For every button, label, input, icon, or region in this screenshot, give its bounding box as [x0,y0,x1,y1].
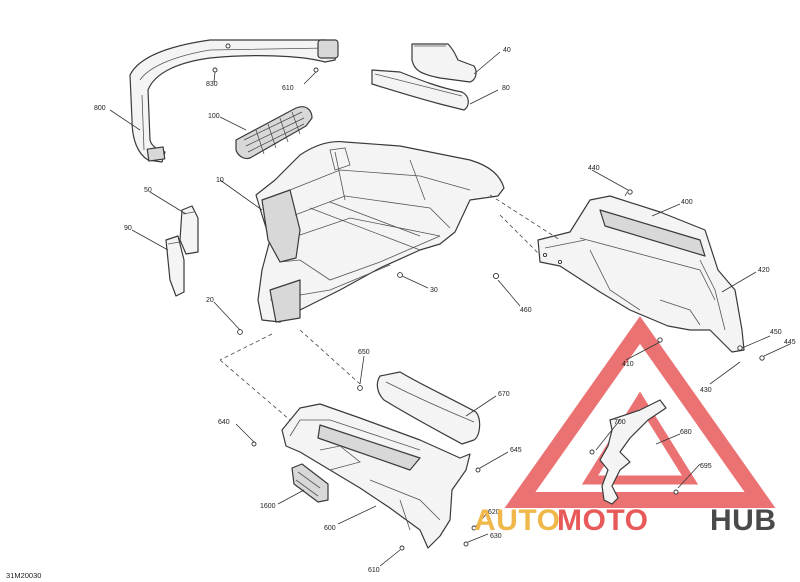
callout-430: 430 [700,387,712,394]
grab-bar-800 [129,39,339,163]
lower-panel-600 [281,403,471,549]
callout-445: 445 [784,339,796,346]
callout-400: 400 [681,199,693,206]
callout-50: 50 [144,187,152,194]
callout-labels: 800 830 610 100 40 80 10 50 90 20 30 460… [94,47,796,574]
watermark-moto: MOTO [557,504,648,537]
callout-610: 610 [368,567,380,574]
callout-650: 650 [358,349,370,356]
callout-20: 20 [206,297,214,304]
callout-700: 700 [614,419,626,426]
callout-40: 40 [503,47,511,54]
callout-90: 90 [124,225,132,232]
watermark-auto: AUTO [474,504,560,537]
callout-450: 450 [770,329,782,336]
pad-50 [179,205,199,255]
callout-600: 600 [324,525,336,532]
callout-460: 460 [520,307,532,314]
callout-420: 420 [758,267,770,274]
callout-810: 610 [282,85,294,92]
bracket-690 [599,399,667,505]
watermark-text: AUTO MOTO HUB [474,504,777,537]
callout-670: 670 [498,391,510,398]
front-body-10 [255,140,505,323]
leader-lines [109,51,791,567]
callout-680: 680 [680,429,692,436]
pad-40 [411,43,477,83]
grille-100 [235,106,313,160]
callout-830: 830 [206,81,218,88]
pad-80 [371,69,469,111]
drawing-code: 31M20030 [6,571,41,580]
callout-80: 80 [502,85,510,92]
watermark-hub: HUB [710,504,777,537]
light-1600 [291,463,329,503]
side-panel-400 [537,195,745,353]
callout-640: 640 [218,419,230,426]
callout-620: 620 [488,509,500,516]
callout-410: 410 [622,361,634,368]
callout-100: 100 [208,113,220,120]
callout-10: 10 [216,177,224,184]
callout-30: 30 [430,287,438,294]
callout-800: 800 [94,105,106,112]
alignment-lines [219,189,629,421]
callout-695: 695 [700,463,712,470]
callout-645: 645 [510,447,522,454]
callout-1600: 1600 [260,503,276,510]
fasteners [212,67,765,551]
callout-630: 630 [490,533,502,540]
callout-440: 440 [588,165,600,172]
cushion-670 [376,371,481,445]
pad-90 [165,235,185,297]
